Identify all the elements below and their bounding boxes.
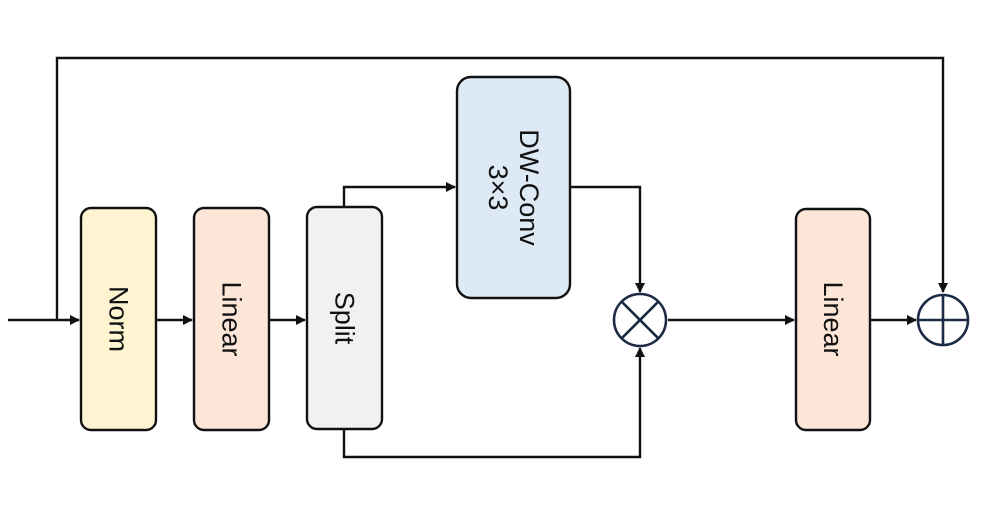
multiply-icon-stroke-2 <box>620 300 660 340</box>
block-norm-label: Norm <box>104 286 134 352</box>
block-linear-1-label: Linear <box>217 281 247 356</box>
multiply-icon <box>612 292 668 348</box>
block-split-box <box>305 205 384 431</box>
block-norm: Norm <box>79 206 158 432</box>
arrow-residual-skip <box>55 56 948 320</box>
arrow-split-to-dwconv <box>342 182 456 207</box>
block-linear-2-box <box>794 207 872 432</box>
block-norm-box <box>79 206 158 432</box>
arrow-split-to-multiply <box>342 347 645 459</box>
block-linear-2-label: Linear <box>818 281 848 356</box>
add-icon <box>916 293 970 347</box>
block-dwconv: DW-Conv 3×3 <box>455 75 572 300</box>
block-linear-2: Linear <box>794 207 872 432</box>
block-dwconv-box <box>455 75 572 300</box>
connections <box>8 56 948 459</box>
arrow-dwconv-to-multiply <box>570 185 645 293</box>
block-linear-1: Linear <box>192 206 271 432</box>
block-split: Split <box>305 205 384 431</box>
block-linear-1-box <box>192 206 271 432</box>
block-dwconv-label: DW-Conv <box>514 129 544 246</box>
block-split-label: Split <box>330 292 360 345</box>
block-dwconv-sublabel: 3×3 <box>483 165 513 211</box>
